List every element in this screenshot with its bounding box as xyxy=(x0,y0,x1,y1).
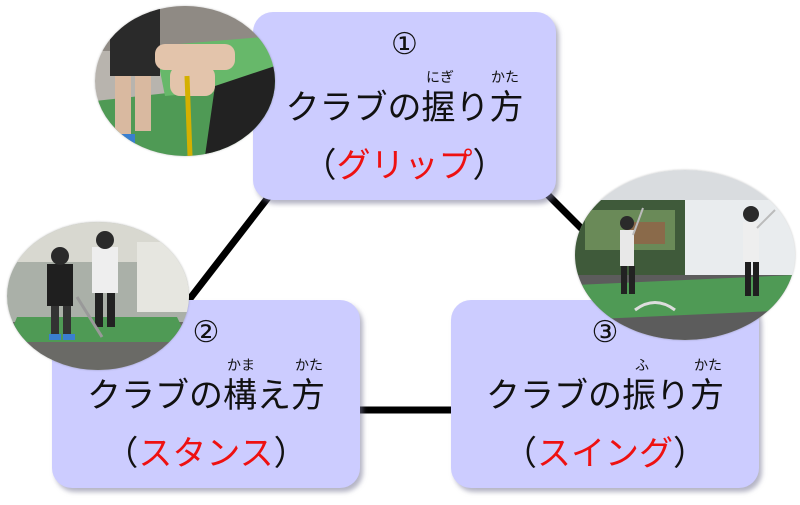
connector-1-2 xyxy=(182,192,273,308)
swing-photo xyxy=(575,170,795,340)
step-3-paren-open: （ xyxy=(503,434,537,474)
step-3-ruby-fu: ふ xyxy=(635,358,649,374)
stance-photo xyxy=(7,222,189,370)
step-2-term-line: （スタンス） xyxy=(52,434,360,474)
step-3-title: クラブの振り方 xyxy=(486,376,724,416)
step-2-number: ② xyxy=(192,315,220,350)
step-1-ruby-kata: かた xyxy=(491,70,519,86)
grip-photo xyxy=(95,6,275,156)
step-2-ruby-kama: かま xyxy=(227,358,255,374)
step-3-term-line: （スイング） xyxy=(451,434,759,474)
step-1-term-line: （グリップ） xyxy=(253,146,556,186)
step-1-title: クラブの握り方 xyxy=(285,88,524,128)
step-1-ruby-nigi: にぎ xyxy=(426,70,454,86)
step-1-box: ① にぎ かた クラブの握り方 （グリップ） xyxy=(253,12,556,200)
step-2-ruby-kata: かた xyxy=(295,358,323,374)
step-1-paren-close: ） xyxy=(472,146,507,186)
step-1-paren-open: （ xyxy=(302,146,337,186)
step-2-paren-open: （ xyxy=(104,434,139,474)
step-3-paren-close: ） xyxy=(673,434,707,474)
step-2-term: スタンス xyxy=(138,434,274,474)
step-2-title: クラブの構え方 xyxy=(87,376,325,416)
step-3-term: スイング xyxy=(537,434,673,474)
step-1-term: グリップ xyxy=(336,146,473,186)
step-1-number: ① xyxy=(391,27,418,62)
step-3-number: ③ xyxy=(591,315,619,350)
step-3-ruby-kata: かた xyxy=(694,358,722,374)
step-2-paren-close: ） xyxy=(273,434,308,474)
